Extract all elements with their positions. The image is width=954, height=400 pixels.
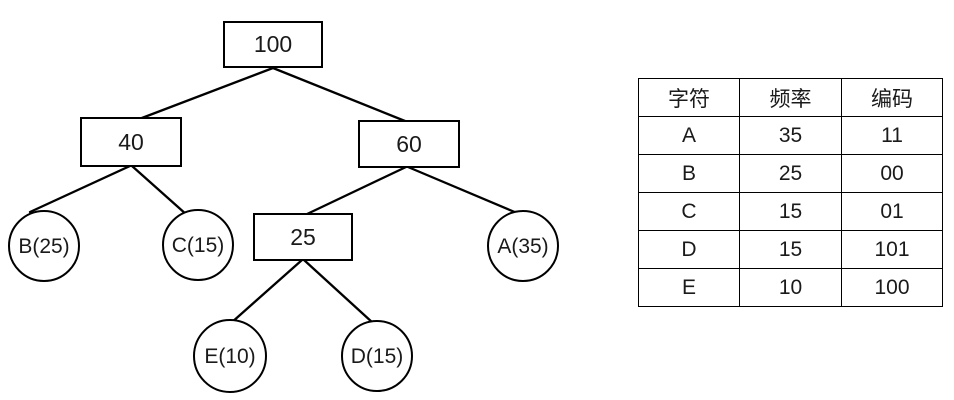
tree-edge-25-D: [302, 258, 375, 325]
cell-character: E: [638, 268, 740, 307]
cell-frequency: 15: [739, 192, 842, 231]
header-cell-character: 字符: [638, 78, 740, 117]
cell-code: 11: [841, 116, 943, 155]
table-row: E 10 100: [638, 268, 943, 307]
tree-node-100: 100: [223, 21, 323, 68]
table-row: A 35 11: [638, 116, 943, 155]
cell-character: C: [638, 192, 740, 231]
tree-leaf-e: E(10): [193, 319, 267, 393]
tree-leaf-c: C(15): [162, 209, 234, 281]
cell-character: A: [638, 116, 740, 155]
header-cell-code: 编码: [841, 78, 943, 117]
table-row: D 15 101: [638, 230, 943, 269]
cell-code: 101: [841, 230, 943, 269]
tree-node-40: 40: [80, 117, 182, 167]
tree-node-60: 60: [358, 120, 460, 168]
cell-frequency: 10: [739, 268, 842, 307]
cell-character: B: [638, 154, 740, 193]
tree-node-25: 25: [253, 213, 353, 261]
tree-edge-40-B: [28, 164, 132, 214]
table-row: C 15 01: [638, 192, 943, 231]
tree-edge-25-E: [229, 258, 304, 325]
tree-edge-60-25: [303, 165, 408, 217]
cell-frequency: 25: [739, 154, 842, 193]
header-cell-frequency: 频率: [739, 78, 842, 117]
table-header-row: 字符 频率 编码: [638, 78, 943, 117]
cell-character: D: [638, 230, 740, 269]
tree-edge-100-40: [132, 66, 275, 123]
tree-edge-100-60: [271, 66, 412, 125]
huffman-code-table: 字符 频率 编码 A 35 11 B 25 00 C 15 01 D: [638, 78, 943, 307]
cell-code: 01: [841, 192, 943, 231]
cell-frequency: 15: [739, 230, 842, 269]
tree-leaf-a: A(35): [487, 210, 559, 282]
tree-leaf-b: B(25): [8, 210, 80, 282]
tree-edge-40-C: [130, 164, 189, 217]
tree-edge-60-A: [406, 165, 519, 215]
cell-code: 00: [841, 154, 943, 193]
cell-code: 100: [841, 268, 943, 307]
table-row: B 25 00: [638, 154, 943, 193]
cell-frequency: 35: [739, 116, 842, 155]
tree-leaf-d: D(15): [341, 320, 413, 392]
